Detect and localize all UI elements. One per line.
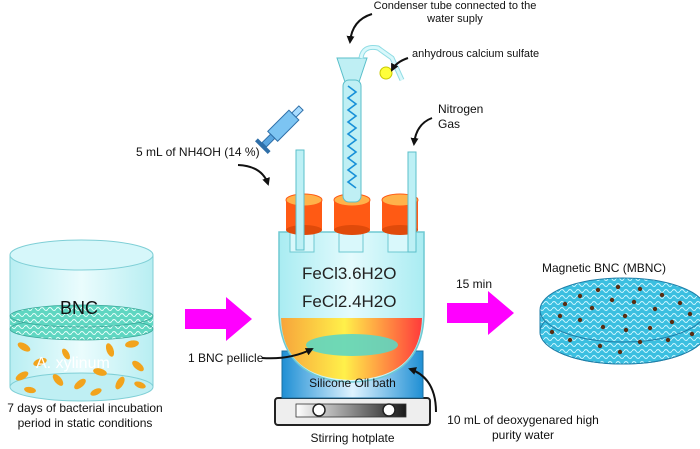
- arrow-nitrogen: [410, 117, 433, 146]
- hotplate-knob-left: [312, 403, 326, 417]
- nh4oh-inlet-tube: [295, 149, 305, 251]
- nitrogen-inlet-tube: [407, 151, 417, 253]
- condenser-label: Condenser tube connected to the water su…: [373, 0, 537, 25]
- arrow-condenser: [346, 13, 373, 44]
- arrow-nh4oh: [237, 164, 270, 186]
- process-arrow-right: [447, 291, 514, 335]
- pellicle-label: 1 BNC pellicle: [188, 351, 264, 365]
- hotplate-knob-right: [382, 403, 396, 417]
- arrow-calcium: [391, 57, 409, 72]
- water-label: 10 mL of deoxygenared high purity water: [447, 413, 599, 442]
- condenser-tube: [336, 45, 405, 203]
- reaction-flask: [278, 219, 425, 383]
- nitrogen-gas-label: Nitrogen Gas: [438, 102, 484, 131]
- calcium-sulfate-label: anhydrous calcium sulfate: [412, 48, 540, 60]
- oil-bath-label: Silicone Oil bath: [309, 376, 396, 390]
- arrow-water: [408, 367, 437, 413]
- calcium-sulfate-granules: [379, 66, 393, 80]
- fecl3-label: FeCl3.6H2O: [302, 264, 397, 283]
- incubation-label: 7 days of bacterial incubation period in…: [7, 401, 163, 430]
- bnc-label: BNC: [60, 298, 99, 318]
- stirring-hotplate: [274, 397, 431, 426]
- bnc-pellicle-layer: [9, 304, 154, 341]
- incubation-vessel: [9, 239, 154, 402]
- reaction-time-label: 15 min: [456, 277, 493, 291]
- process-arrow-left: [185, 297, 252, 341]
- magnetic-bnc-disc: [539, 277, 700, 365]
- pointer-arrows: [237, 13, 437, 413]
- mbnc-label: Magnetic BNC (MBNC): [542, 261, 667, 275]
- magnetic-particles: [549, 284, 695, 355]
- hotplate-label: Stirring hotplate: [310, 431, 395, 445]
- bacteria-cells: [15, 340, 146, 396]
- nh4oh-label: 5 mL of NH4OH (14 %): [136, 145, 260, 159]
- fecl2-label: FeCl2.4H2O: [302, 292, 397, 311]
- bnc-pellicle-in-flask: [306, 334, 398, 356]
- xylinum-label: A. xylinum: [36, 355, 110, 372]
- syringe-icon: [255, 105, 304, 154]
- arrow-pellicle: [261, 348, 314, 360]
